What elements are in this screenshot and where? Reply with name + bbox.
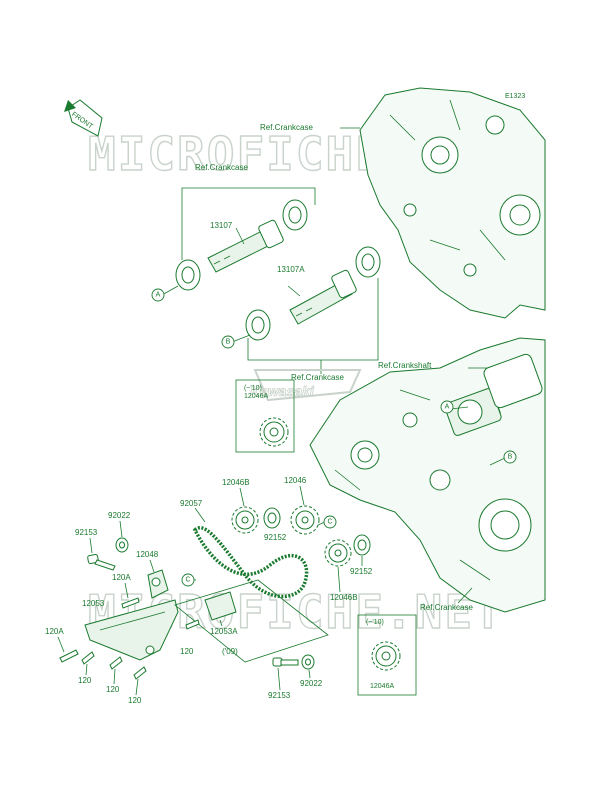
bracket-upper-left (181, 187, 316, 260)
svg-text:A: A (156, 292, 161, 299)
svg-text:C: C (185, 577, 190, 584)
label-12046b-right: 12046B (330, 593, 358, 602)
inset-12046a-bottom (357, 614, 417, 696)
svg-text:B: B (226, 339, 231, 346)
bearing-a-left (175, 259, 201, 291)
ref-crankcase-bottom: Ref.Crankcase (420, 603, 473, 612)
inset-09-note: ('09) (222, 647, 238, 656)
callout-a-left: A (151, 285, 179, 302)
chain-92057 (192, 526, 309, 599)
label-12048: 12048 (136, 550, 159, 559)
label-12046: 12046 (284, 476, 307, 485)
bolt-92153-left (87, 554, 116, 571)
bolt-120a-bottom (59, 649, 79, 663)
label-92153-left: 92153 (75, 528, 98, 537)
label-12046a-bottom-note: (~'10) (366, 619, 384, 626)
washer-92022-bottom (301, 654, 315, 670)
gear-12046 (290, 505, 320, 535)
tensioner-12053a (204, 591, 237, 621)
label-13107: 13107 (210, 221, 233, 230)
label-92152-left: 92152 (264, 533, 287, 542)
label-12046a-bottom: 12046A (370, 683, 394, 690)
callout-c-chain: C (181, 573, 197, 587)
label-120-c: 120 (128, 696, 142, 705)
sprocket-12046b-right (324, 539, 352, 567)
bolt-120-a (81, 651, 95, 665)
label-120-inset: 120 (180, 647, 194, 656)
svg-text:B: B (508, 454, 513, 461)
label-92152-right: 92152 (350, 567, 373, 576)
callout-a-right: A (440, 400, 469, 414)
label-92057: 92057 (180, 499, 203, 508)
sprocket-12046b-left (231, 506, 259, 534)
bearing-13107-top (282, 199, 308, 231)
tensioner-12053 (84, 599, 179, 661)
callout-c-gear: C (317, 515, 337, 529)
crankshaft (444, 353, 543, 436)
bolt-120-b (109, 656, 123, 670)
chain-guide-12048 (147, 569, 169, 599)
label-120-b: 120 (106, 685, 120, 694)
label-12053a: 12053A (210, 627, 238, 636)
bracket-upper-right (247, 278, 379, 361)
label-12046b-left: 12046B (222, 478, 250, 487)
inset-12046a-top (235, 379, 295, 453)
shaft-13107 (207, 219, 284, 273)
front-arrow-icon: FRONT (64, 99, 103, 137)
inset-09-frame (174, 579, 329, 663)
bolt-120-c (133, 666, 147, 680)
label-92153-bottom: 92153 (268, 691, 291, 700)
ref-crankcase-left: Ref.Crankcase (195, 163, 248, 172)
label-92022-bottom: 92022 (300, 679, 323, 688)
shaft-13107a (289, 269, 357, 325)
label-12046a-top-note: (~'10) (244, 385, 262, 392)
collar-92152-left (263, 507, 281, 529)
label-12053: 12053 (82, 599, 105, 608)
collar-92152-right (353, 534, 371, 556)
sprocket-12046a-bottom (371, 641, 401, 671)
svg-text:Kawasaki: Kawasaki (250, 383, 315, 399)
crankcase-upper (359, 87, 546, 319)
label-120a-left: 120A (112, 573, 131, 582)
bearing-b-left (245, 309, 271, 341)
svg-text:A: A (445, 404, 450, 411)
sprocket-12046a-top (259, 417, 289, 447)
washer-92022-left (115, 537, 129, 553)
label-13107a: 13107A (277, 265, 305, 274)
ref-crankshaft: Ref.Crankshaft (378, 361, 432, 370)
label-12046a-top: 12046A (244, 393, 268, 400)
kawasaki-logo: Kawasaki (250, 369, 362, 402)
bolt-120a-left (121, 597, 140, 609)
diagram-code: E1323 (505, 93, 525, 100)
callout-b-right: B (489, 450, 517, 466)
bolt-92153-bottom (272, 657, 299, 667)
label-120a-bottom: 120A (45, 627, 64, 636)
bolt-120-inset (185, 619, 200, 630)
ref-crankcase-top: Ref.Crankcase (260, 123, 313, 132)
svg-text:C: C (327, 519, 332, 526)
ref-crankcase-mid: Ref.Crankcase (291, 373, 344, 382)
bearing-13107a-top (355, 246, 381, 278)
label-120-a: 120 (78, 676, 92, 685)
callout-b-left: B (221, 334, 251, 349)
label-92022-left: 92022 (108, 511, 131, 520)
